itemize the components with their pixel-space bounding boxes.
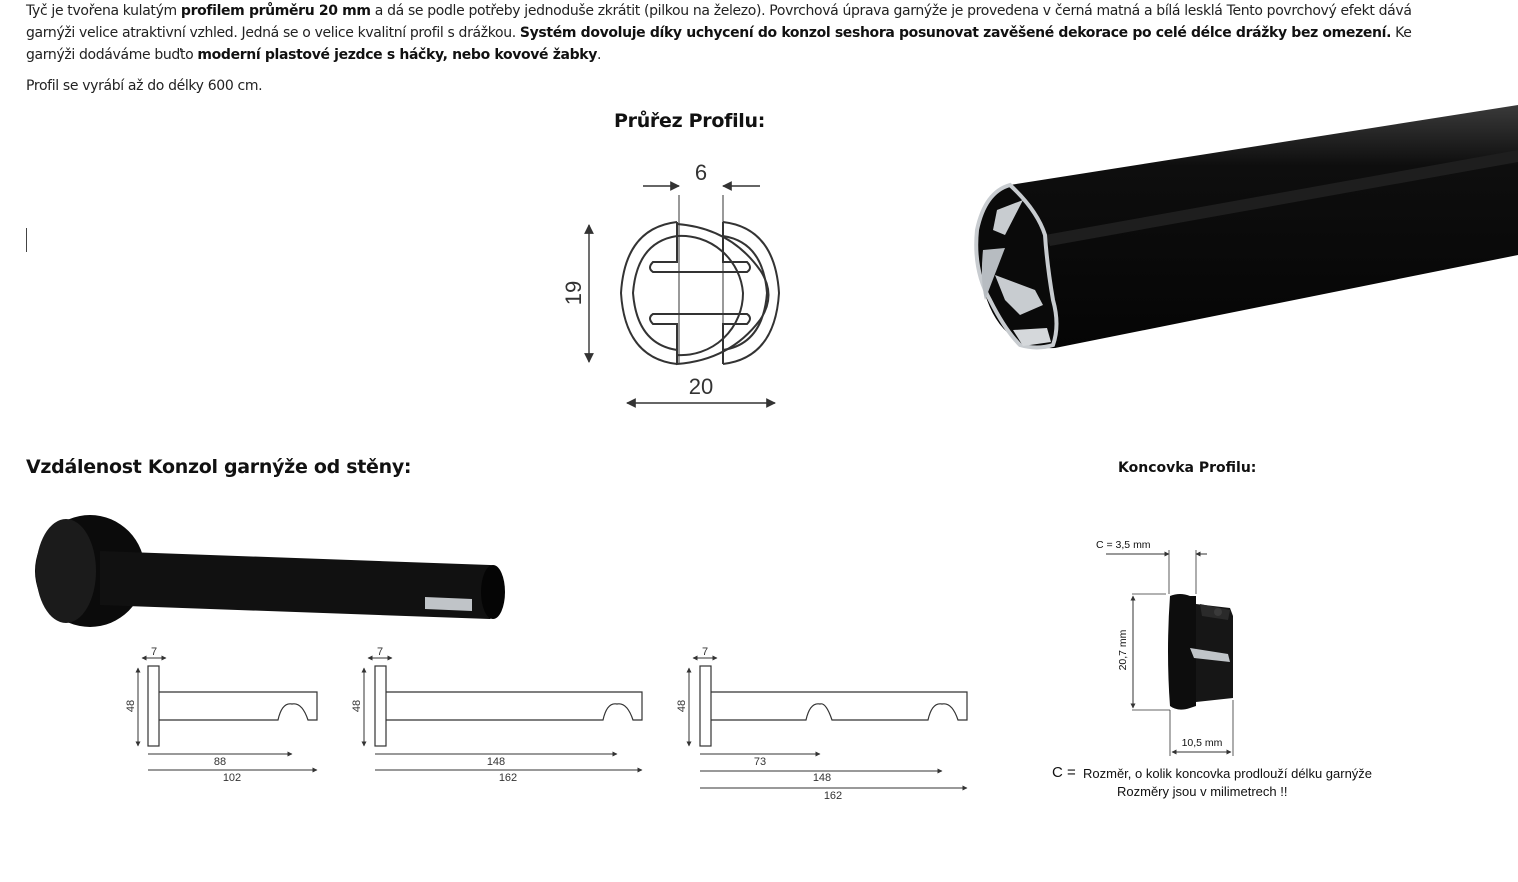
endcap-height-label: 20,7 mm bbox=[1117, 629, 1129, 670]
groove-dimension: 6 bbox=[695, 160, 707, 185]
total-dimension: 162 bbox=[824, 790, 842, 802]
intro-bold-accessories: moderní plastové jezdce s háčky, nebo ko… bbox=[197, 47, 598, 63]
length-note: Profil se vyrábí až do délky 600 cm. bbox=[26, 78, 263, 94]
plate-dimension: 7 bbox=[151, 646, 157, 658]
intro-bold-system: Systém dovoluje díky uchycení do konzol … bbox=[519, 25, 1392, 41]
bracket-drawing-1: 7 48 88 102 bbox=[125, 646, 318, 784]
total-dimension: 162 bbox=[499, 772, 517, 784]
endcap-caption-note: Rozměry jsou v milimetrech !! bbox=[1117, 784, 1288, 799]
endcap-caption-c: C = bbox=[1052, 764, 1076, 781]
distance-dimension: 88 bbox=[214, 756, 226, 768]
profile-section-title: Průřez Profilu: bbox=[614, 110, 766, 132]
intro-text: . bbox=[597, 47, 602, 63]
rod-photo bbox=[974, 105, 1518, 350]
intro-text: a dá se podle potřeby jednoduše zkrátit … bbox=[26, 3, 1412, 41]
c-dimension-label: C = 3,5 mm bbox=[1096, 539, 1151, 551]
height-dimension: 48 bbox=[351, 700, 363, 712]
height-dimension: 19 bbox=[561, 281, 586, 305]
distance-dimension: 148 bbox=[487, 756, 505, 768]
endcap-drawing: C = 3,5 mm 20,7 mm 10,5 mm bbox=[1096, 539, 1234, 756]
bracket-drawing-2: 7 48 148 162 bbox=[351, 646, 643, 784]
endcap-section-title: Koncovka Profilu: bbox=[1118, 460, 1257, 476]
height-dimension: 48 bbox=[125, 700, 137, 712]
intro-text: Tyč je tvořena kulatým bbox=[26, 3, 181, 19]
first-hook-dimension: 73 bbox=[754, 756, 766, 768]
width-dimension: 20 bbox=[689, 374, 713, 399]
intro-paragraph: Tyč je tvořena kulatým profilem průměru … bbox=[26, 0, 1426, 66]
plate-dimension: 7 bbox=[377, 646, 383, 658]
text-cursor bbox=[26, 228, 27, 252]
height-dimension: 48 bbox=[676, 700, 688, 712]
profile-cross-section-drawing: 6 19 20 bbox=[561, 160, 781, 408]
intro-text: Ke garnýži dodáváme buďto bbox=[26, 25, 1412, 63]
endcap-width-label: 10,5 mm bbox=[1182, 737, 1223, 749]
endcap-caption-text: Rozměr, o kolik koncovka prodlouží délku… bbox=[1083, 766, 1373, 781]
intro-bold-profile: profilem průměru 20 mm bbox=[180, 3, 371, 19]
bracket-drawing-3: 7 48 73 148 162 bbox=[676, 646, 968, 802]
second-hook-dimension: 148 bbox=[813, 772, 831, 784]
bracket-drawings: 7 48 88 102 7 48 148 162 7 48 73 148 162 bbox=[125, 646, 968, 802]
bracket-section-title: Vzdálenost Konzol garnýže od stěny: bbox=[26, 456, 412, 478]
total-dimension: 102 bbox=[223, 772, 241, 784]
plate-dimension: 7 bbox=[702, 646, 708, 658]
bracket-photo bbox=[35, 515, 505, 627]
